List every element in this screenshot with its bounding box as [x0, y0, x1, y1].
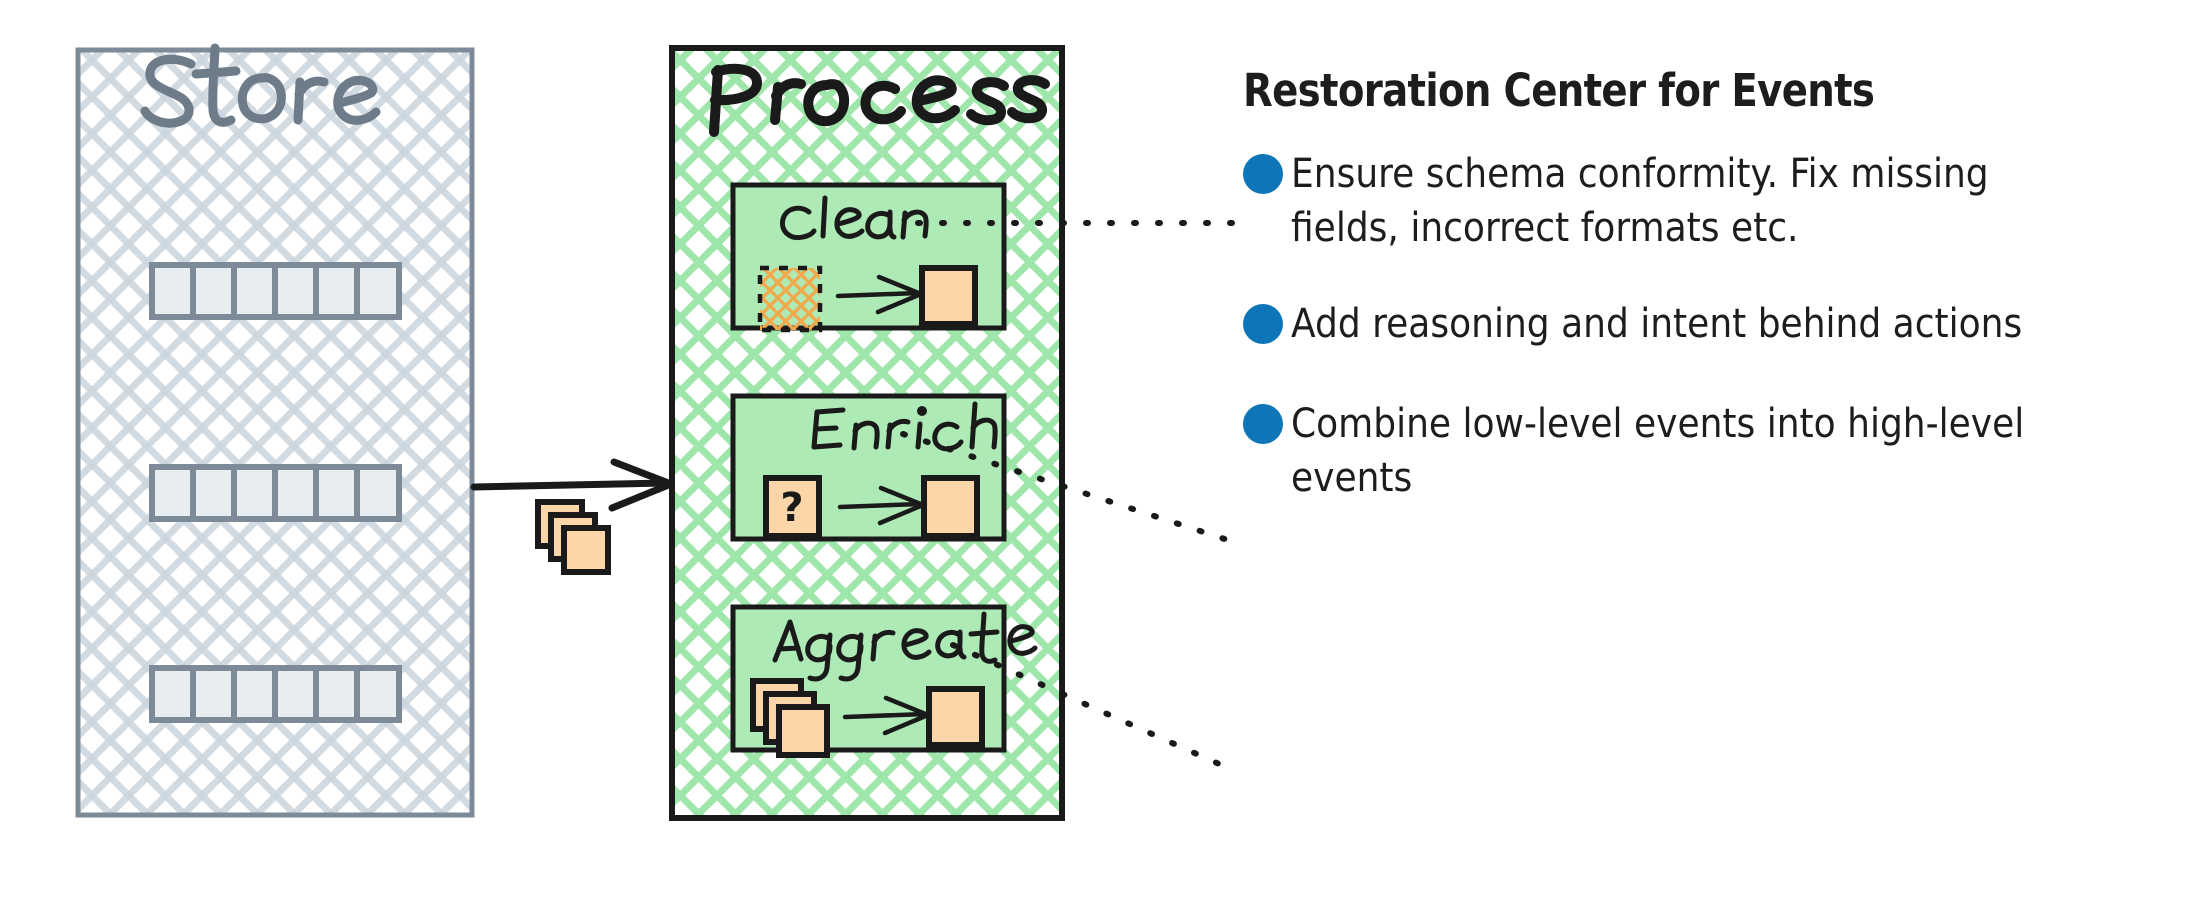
store-row: [149, 464, 402, 522]
hatched-square-icon: [757, 265, 823, 333]
step-label-aggregate: [772, 611, 1038, 682]
square-icon: [926, 686, 985, 748]
store-row: [149, 665, 402, 723]
list-item: Combine low-level events into high-level…: [1243, 397, 2153, 505]
process-step-enrich: ?: [730, 393, 1007, 542]
store-row: [149, 262, 402, 320]
bullet-dot-icon: [1243, 304, 1283, 344]
question-square-icon: ?: [763, 475, 822, 539]
stacked-squares-icon: [750, 678, 830, 758]
page-title: Restoration Center for Events: [1243, 64, 1875, 117]
list-item: Add reasoning and intent behind actions: [1243, 297, 2153, 351]
bullet-text: Add reasoning and intent behind actions: [1291, 301, 2023, 347]
svg-text:?: ?: [780, 485, 803, 531]
step-label-clean: [779, 195, 929, 241]
leader-line-aggregate: [950, 642, 1240, 775]
bullet-text: Combine low-level events into high-level…: [1291, 401, 2025, 501]
process-step-aggregate: [730, 604, 1007, 758]
process-title: [709, 63, 1050, 137]
stacked-events-icon: [535, 499, 611, 575]
square-icon: [919, 265, 978, 327]
bullet-dot-icon: [1243, 404, 1283, 444]
step-label-enrich: [811, 401, 998, 452]
bullet-text: Ensure schema conformity. Fix missing fi…: [1291, 151, 1989, 251]
bullet-dot-icon: [1243, 154, 1283, 194]
process-step-clean: [730, 182, 1007, 333]
store-title: [140, 43, 381, 128]
list-item: Ensure schema conformity. Fix missing fi…: [1243, 147, 2153, 255]
notes-column: Restoration Center for Events Ensure sch…: [1243, 68, 2153, 547]
square-icon: [921, 475, 980, 539]
leader-line-enrich: [900, 431, 1240, 546]
